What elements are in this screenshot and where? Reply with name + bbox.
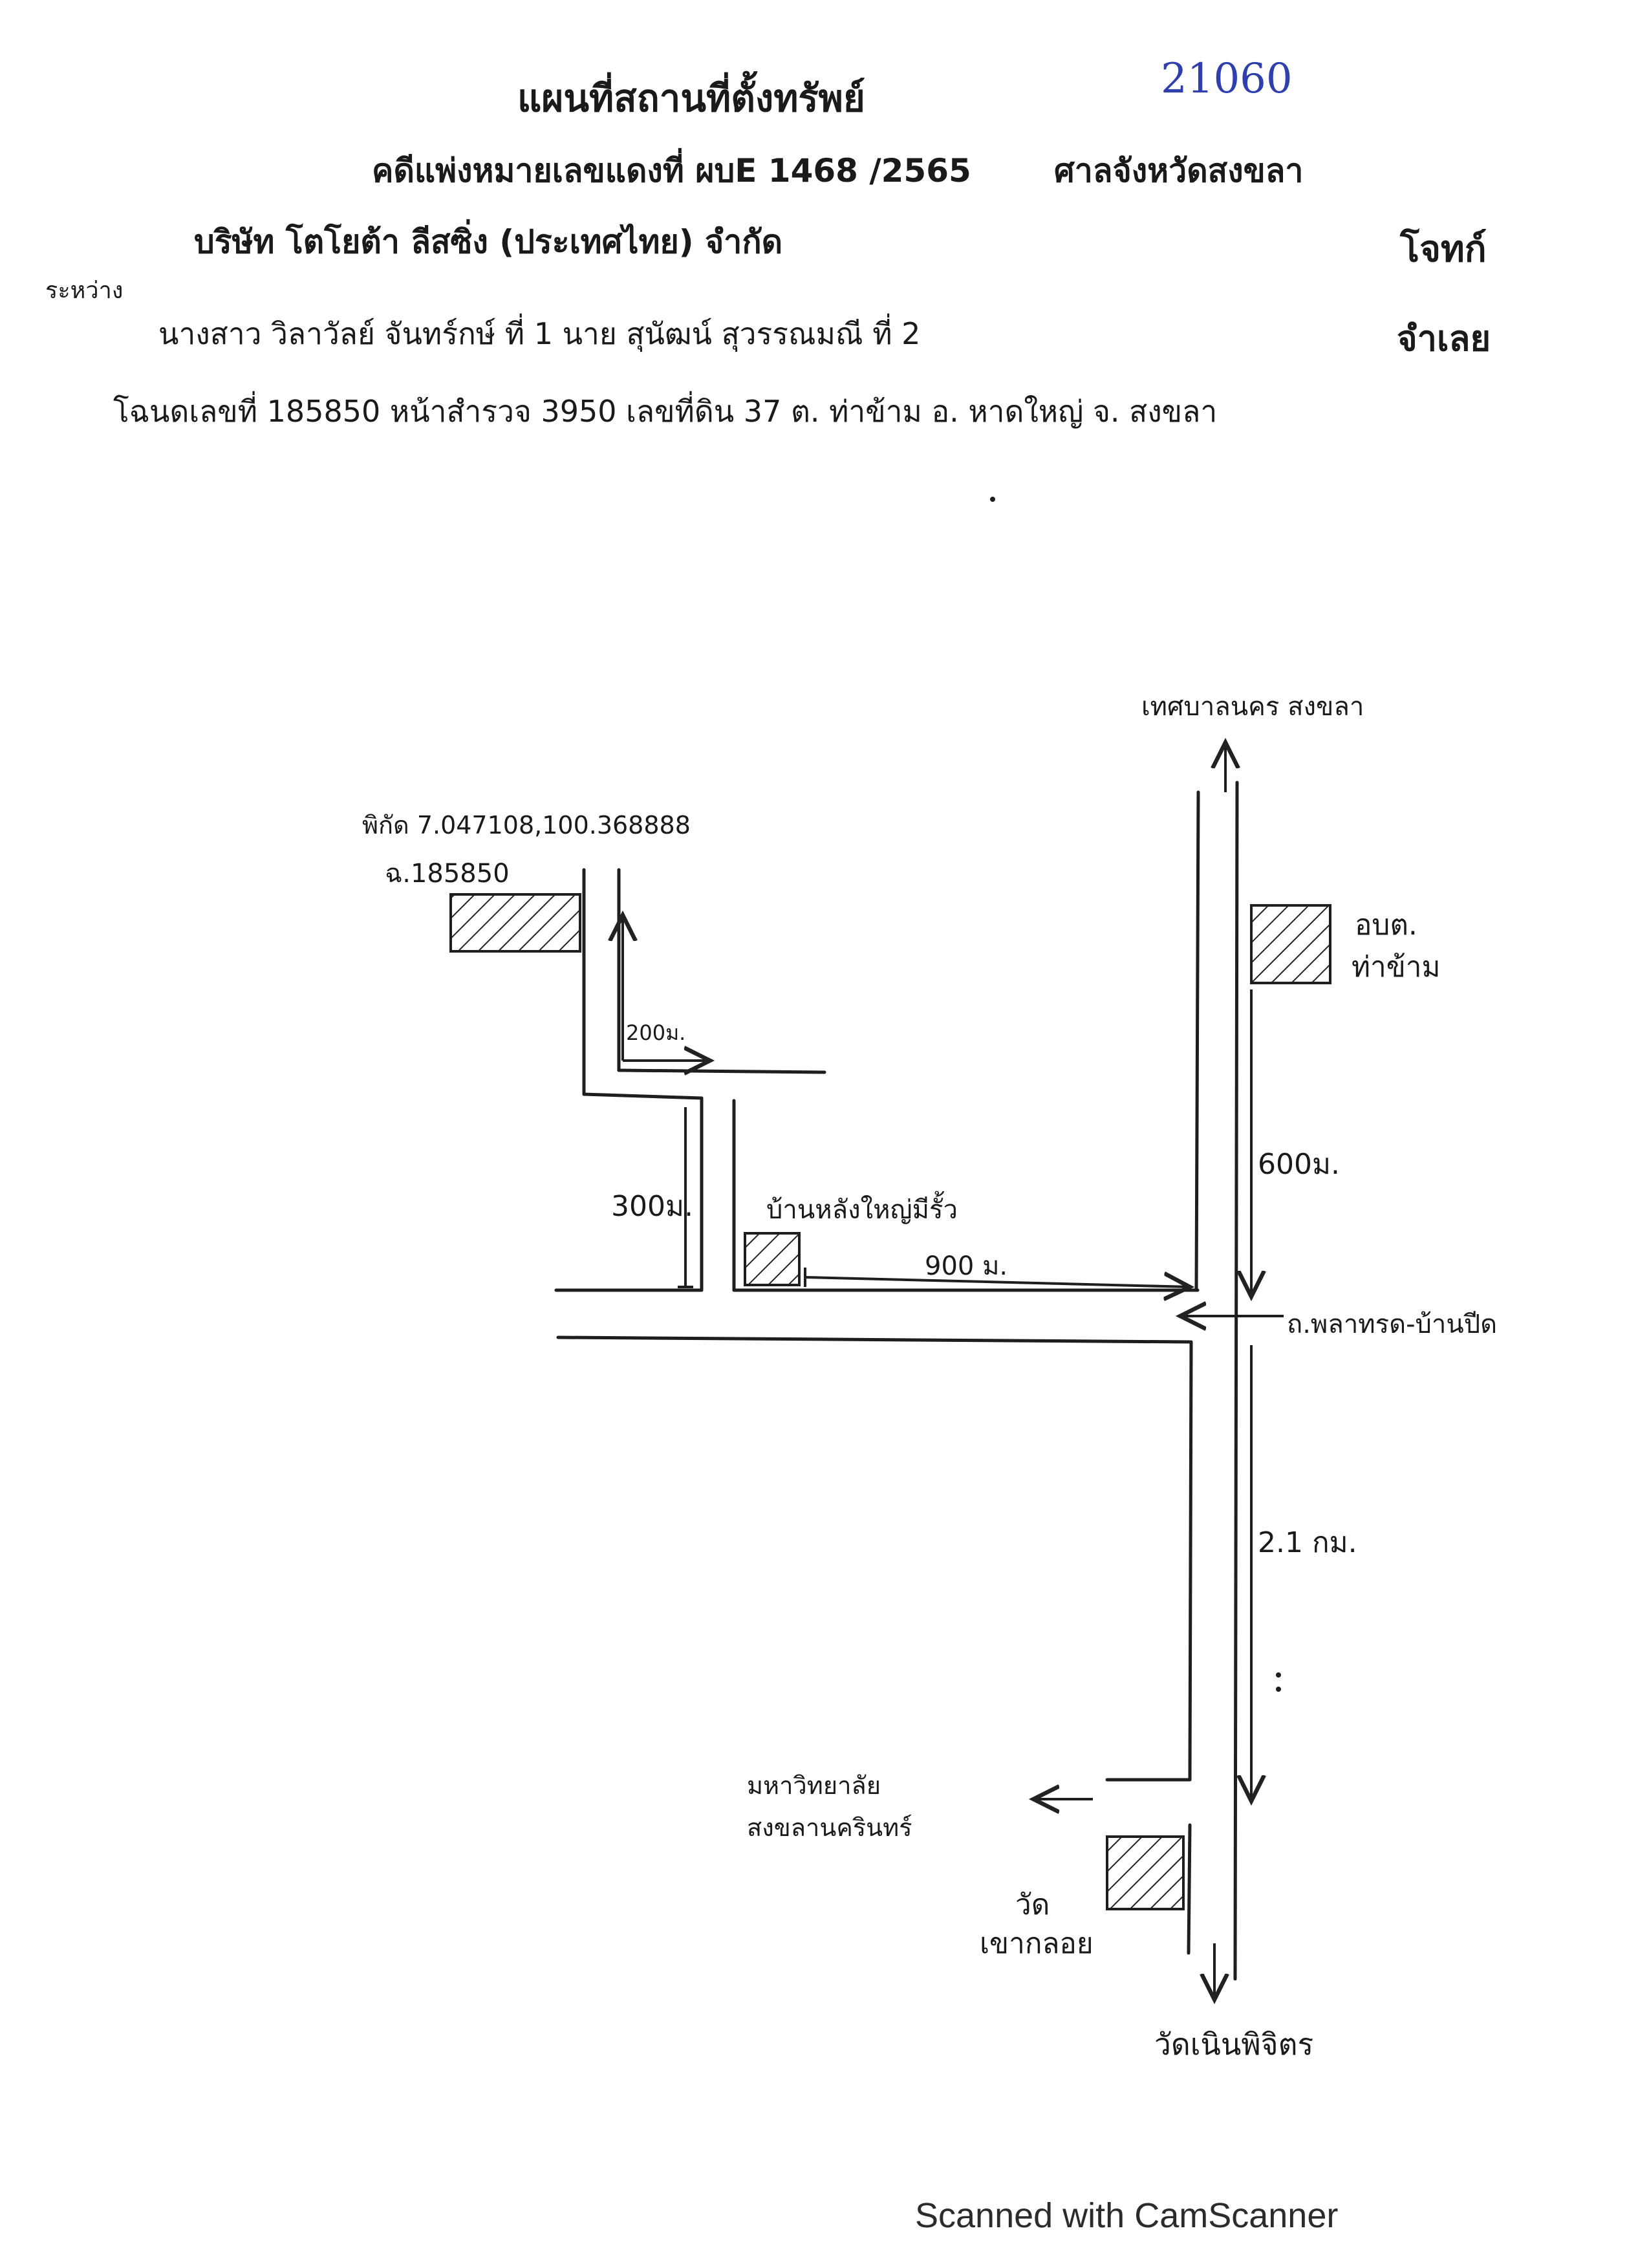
distance-600m-label: 600ม. (1258, 1148, 1340, 1181)
distance-300m-label: 300ม. (611, 1190, 693, 1223)
deed-details-line: โฉนดเลขที่ 185850 หน้าสำรวจ 3950 เลขที่ด… (113, 394, 1218, 429)
house-label: บ้านหลังใหญ่มีรั้ว (766, 1195, 958, 1225)
distance-200m-label: 200ม. (626, 1021, 686, 1045)
between-label: ระหว่าง (45, 277, 124, 304)
defendant-names: นางสาว วิลาวัลย์ จันทร์กษ์ ที่ 1 นาย สุน… (158, 316, 921, 351)
temple-building (1106, 1835, 1185, 1910)
sao-building (1250, 904, 1331, 984)
coordinates-label: พิกัด 7.047108,100.368888 (362, 811, 691, 839)
plaintiff-role: โจทก์ (1400, 228, 1487, 270)
court-name: ศาลจังหวัดสงขลา (1054, 152, 1304, 189)
upper-lane-top-edge (617, 1068, 826, 1074)
case-number-line: คดีแพ่งหมายเลขแดงที่ ผบE 1468 /2565 (372, 152, 971, 189)
main-road-label: ถ.พลาทรด-บ้านปีด (1287, 1310, 1498, 1339)
house-with-fence (744, 1232, 801, 1286)
stray-dot-3 (1276, 1687, 1281, 1692)
main-road-west-edge-north (1194, 790, 1200, 1292)
plaintiff-name: บริษัท โตโยต้า ลีสซิ่ง (ประเทศไทย) จำกัด (194, 223, 783, 261)
stray-dot-1 (990, 497, 995, 502)
sao-label-line1: อบต. (1355, 909, 1417, 942)
distance-900m-label: 900 ม. (925, 1251, 1008, 1281)
camscanner-watermark: Scanned with CamScanner (915, 2196, 1339, 2235)
university-label-line1: มหาวิทยาลัย (747, 1771, 881, 1800)
cross-road-south-edge (556, 1335, 1192, 1344)
main-road-west-edge-south (1188, 1340, 1193, 1782)
temple-label-line1: วัด (1015, 1888, 1050, 1921)
north-destination-label: เทศบาลนคร สงขลา (1141, 692, 1364, 722)
main-road-east-edge (1233, 781, 1239, 1981)
upper-lane-connector (582, 1092, 704, 1100)
parcel-deed-label: ฉ.185850 (385, 859, 510, 889)
map-title: แผนที่สถานที่ตั้งทรัพย์ (517, 76, 865, 120)
dist-900-arrow (804, 1277, 1190, 1287)
stray-dot-2 (1276, 1672, 1281, 1678)
land-parcel-building (449, 893, 581, 953)
university-label-line2: สงขลานครินทร์ (747, 1813, 912, 1842)
temple-label-line2: เขากลอย (980, 1927, 1094, 1960)
defendant-role: จำเลย (1397, 318, 1491, 359)
sao-label-line2: ท่าข้าม (1352, 951, 1441, 984)
handwritten-note-number: 21060 (1161, 55, 1293, 103)
temple-lane (1187, 1823, 1192, 1955)
distance-2-1km-label: 2.1 กม. (1258, 1526, 1357, 1559)
south-destination-label: วัดเนินพิจิตร (1154, 2027, 1314, 2062)
